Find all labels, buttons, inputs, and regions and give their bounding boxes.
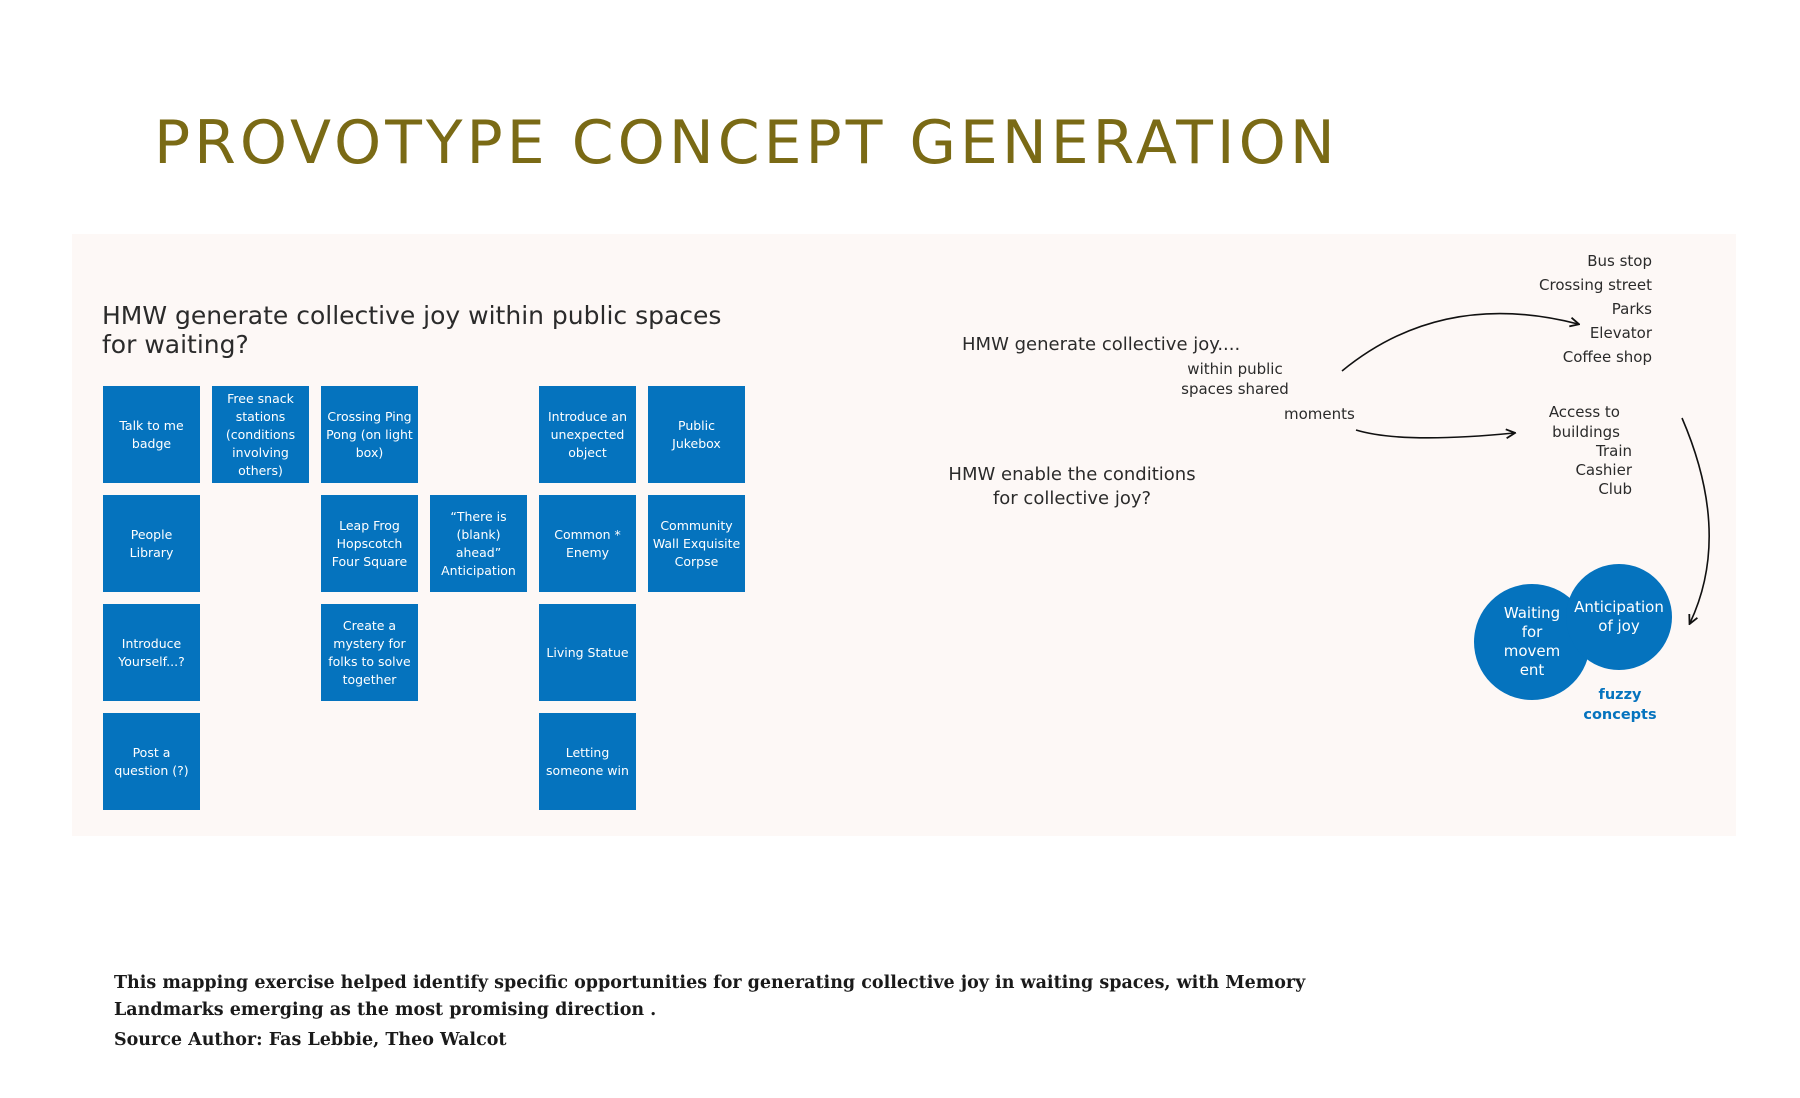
connector-arrows [1341, 312, 1710, 836]
hmw-enable-text: HMW enable the conditions for collective… [948, 464, 1196, 509]
moments-text: moments [1284, 405, 1355, 423]
note-introduce-unexpected-object: Introduce an unexpected object [539, 386, 636, 483]
note-free-snack-stations: Free snack stations (conditions involvin… [212, 386, 309, 483]
note-living-statue: Living Statue [539, 604, 636, 701]
note-public-jukebox: Public Jukebox [648, 386, 745, 483]
note-there-is-blank-ahead: “There is (blank) ahead” Anticipation [430, 495, 527, 592]
place-parks: Parks [1611, 300, 1652, 318]
place-coffee-shop: Coffee shop [1562, 348, 1652, 366]
caption: This mapping exercise helped identify sp… [114, 973, 1306, 1020]
arrow-to-circles [1681, 417, 1710, 623]
note-talk-to-me-badge: Talk to me badge [103, 386, 200, 483]
page-title: PROVOTYPE CONCEPT GENERATION [154, 108, 1339, 178]
note-people-library: People Library [103, 495, 200, 592]
access-cashier: Cashier [1575, 461, 1632, 479]
arrow-to-access [1355, 430, 1514, 438]
note-introduce-yourself: Introduce Yourself...? [103, 604, 200, 701]
concept-board: HMW generate collective joy within publi… [72, 234, 1736, 836]
note-leap-frog: Leap Frog Hopscotch Four Square [321, 495, 418, 592]
access-club: Club [1598, 480, 1632, 498]
fuzzy-concepts-label: fuzzy concepts [1583, 687, 1657, 723]
place-bus-stop: Bus stop [1587, 252, 1652, 270]
note-crossing-ping-pong: Crossing Ping Pong (on light box) [321, 386, 418, 483]
note-post-question: Post a question (?) [103, 713, 200, 810]
circle-waiting-for-movement: Waiting for movem ent [1474, 584, 1590, 700]
within-public-spaces-text: within public spaces shared [1181, 360, 1289, 398]
place-elevator: Elevator [1589, 324, 1652, 342]
source-author: Source Author: Fas Lebbie, Theo Walcot [114, 1030, 507, 1050]
note-common-enemy: Common * Enemy [539, 495, 636, 592]
access-train: Train [1596, 442, 1632, 460]
hmw-question: HMW generate collective joy within publi… [102, 301, 722, 359]
circle-anticipation-of-joy: Anticipation of joy [1566, 564, 1672, 670]
access-to-buildings: Access to buildings [1548, 403, 1620, 441]
place-crossing-street: Crossing street [1539, 276, 1652, 294]
note-create-mystery: Create a mystery for folks to solve toge… [321, 604, 418, 701]
note-letting-someone-win: Letting someone win [539, 713, 636, 810]
arrow-to-places [1341, 312, 1578, 372]
note-community-wall: Community Wall Exquisite Corpse [648, 495, 745, 592]
